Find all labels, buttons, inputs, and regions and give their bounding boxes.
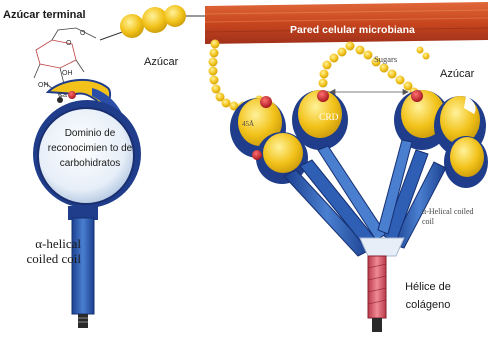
coiled-coil-arms <box>284 140 446 256</box>
structure-fragment: Ca <box>58 92 67 99</box>
label-helical-left: α-helical coiled coil <box>11 236 81 266</box>
left-coiled-coil-stalk <box>68 206 98 328</box>
distance-arrow <box>330 90 408 95</box>
label-45a: 45Å <box>242 120 254 128</box>
terminal-sugar-chain <box>100 5 205 40</box>
label-dominio: Dominio de reconocimien to de carbohidra… <box>36 126 144 171</box>
structure-fragment: O <box>80 30 85 37</box>
label-azucar-terminal: Azúcar terminal <box>3 9 86 21</box>
structure-fragment: OH <box>62 70 73 77</box>
label-helice-colageno: Hélice de colágeno <box>398 278 458 314</box>
collagen-helix-stem <box>368 256 386 332</box>
label-azucar-left: Azúcar <box>144 56 178 68</box>
label-helical-right: α-Helical coiled coil <box>422 207 478 227</box>
label-crd: CRD <box>319 113 339 123</box>
cell-wall <box>205 2 488 44</box>
label-azucar-right: Azúcar <box>440 68 474 80</box>
label-pared-celular: Pared celular microbiana <box>290 24 415 36</box>
structure-fragment: O <box>66 40 71 47</box>
structure-fragment: OH <box>38 82 49 89</box>
label-sugars: Sugars <box>374 54 397 64</box>
